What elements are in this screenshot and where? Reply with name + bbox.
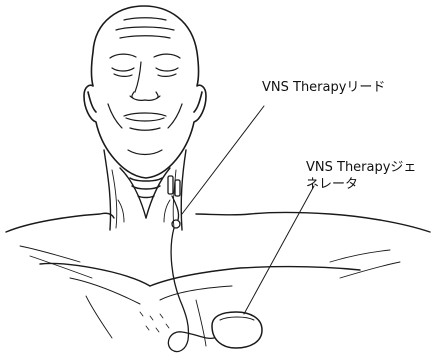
generator-label-line1: VNS Therapyジェ (306, 159, 416, 176)
head-outline (84, 6, 206, 178)
generator-label: VNS Therapyジェ ネレータ (306, 159, 416, 193)
face-features (108, 18, 182, 155)
lead-label-text: VNS Therapyリード (262, 79, 385, 96)
lead-label: VNS Therapyリード (262, 79, 385, 96)
vns-generator (212, 312, 262, 348)
leader-lines (182, 106, 314, 314)
shoulders-chest (6, 213, 430, 347)
generator-label-line2: ネレータ (306, 176, 416, 193)
